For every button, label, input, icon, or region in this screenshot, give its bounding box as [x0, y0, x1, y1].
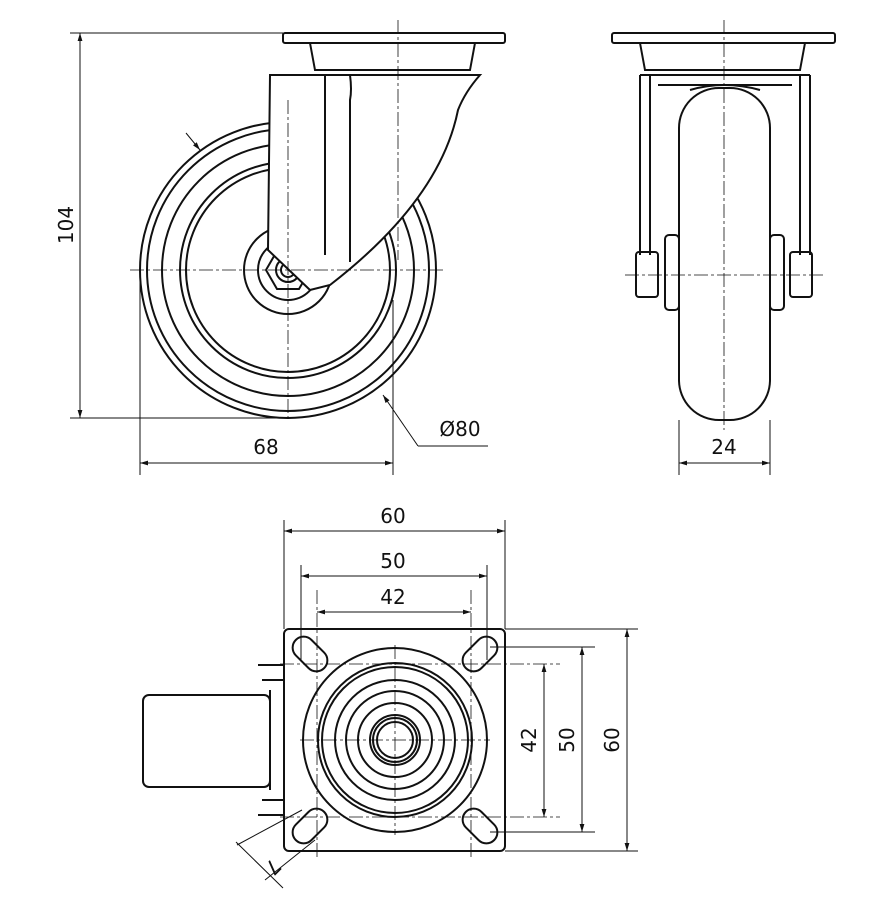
- hole-inner-label: 42: [380, 585, 405, 609]
- slot-label: 7: [260, 854, 286, 880]
- vert-outer-label: 50: [555, 727, 579, 752]
- offset-label: 68: [253, 435, 278, 459]
- plate-width-label: 60: [380, 504, 405, 528]
- bottom-view: 60 50 42 42 50 60 7: [142, 504, 638, 889]
- diameter-label: Ø80: [439, 417, 480, 441]
- mounting-slots: [291, 635, 499, 845]
- vert-plate-label: 60: [600, 727, 624, 752]
- height-label: 104: [54, 206, 78, 244]
- vert-inner-label: 42: [517, 727, 541, 752]
- width-label: 24: [711, 435, 736, 459]
- hole-outer-label: 50: [380, 549, 405, 573]
- side-view: 104 68 Ø80: [54, 20, 506, 475]
- front-view: 24: [611, 20, 836, 475]
